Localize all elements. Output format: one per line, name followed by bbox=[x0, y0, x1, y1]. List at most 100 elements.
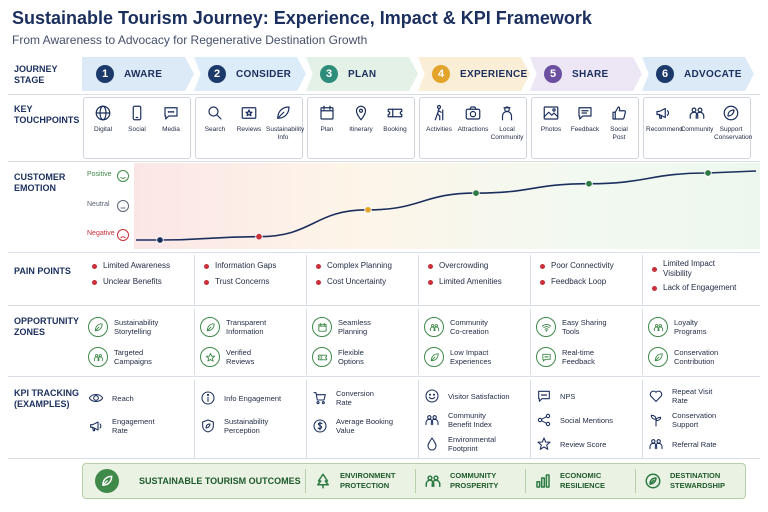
column-divider bbox=[642, 309, 643, 375]
pain-point-label: Information Gaps bbox=[215, 261, 277, 270]
leaf-icon bbox=[94, 322, 103, 331]
emotion-positive-label: Positive bbox=[87, 171, 112, 178]
kpi-item: Reach bbox=[86, 384, 198, 412]
stage-number: 1 bbox=[96, 65, 114, 83]
red-bullet-icon bbox=[540, 263, 545, 269]
kpi-label: NPS bbox=[560, 391, 576, 401]
touchpoint: Itinerary bbox=[344, 102, 378, 158]
stage-label: ADVOCATE bbox=[684, 68, 742, 80]
pain-point-label: Complex Planning bbox=[327, 261, 392, 270]
eye-icon bbox=[88, 393, 104, 403]
kpi-item: Sustainability Perception bbox=[198, 412, 310, 440]
kpi-item: Info Engagement bbox=[198, 384, 310, 412]
outcomes-title: SUSTAINABLE TOURISM OUTCOMES bbox=[139, 476, 301, 486]
pain-point-label: Lack of Engagement bbox=[663, 283, 737, 292]
outcome-item: COMMUNITY PROSPERITY bbox=[415, 469, 525, 493]
kpi-label: Sustainability Perception bbox=[224, 417, 269, 435]
opportunity-item: Community Co-creation bbox=[424, 312, 536, 342]
kpi-label: Visitor Satisfaction bbox=[448, 391, 510, 401]
stage-number: 3 bbox=[320, 65, 338, 83]
kpi-label: Review Score bbox=[560, 439, 607, 449]
positive-face-icon bbox=[117, 170, 129, 182]
opportunity-item: Loyalty Programs bbox=[648, 312, 760, 342]
outcome-label: DESTINATION STEWARDSHIP bbox=[670, 471, 726, 490]
touchpoint: Plan bbox=[310, 102, 344, 158]
pain-point-label: Trust Concerns bbox=[215, 277, 270, 286]
row-label-opportunity: OPPORTUNITY ZONES bbox=[14, 316, 80, 337]
pain-point-label: Feedback Loop bbox=[551, 277, 607, 286]
divider bbox=[8, 458, 760, 459]
touchpoint-label: Support Conservation bbox=[714, 126, 753, 141]
touchpoint-label: Photos bbox=[540, 126, 562, 133]
pain-point: Feedback Loop bbox=[540, 274, 652, 290]
opportunity-label: Transparent Information bbox=[226, 318, 267, 336]
touchpoint: Support Conservation bbox=[714, 102, 753, 158]
leaf-badge-icon bbox=[95, 469, 119, 493]
touchpoint: Recommend bbox=[646, 102, 683, 158]
red-bullet-icon bbox=[92, 263, 97, 269]
touchpoint-label: Local Community bbox=[490, 126, 524, 141]
opportunity-icon-badge bbox=[648, 347, 668, 367]
column-divider bbox=[306, 380, 307, 458]
bar-chart-icon bbox=[536, 474, 550, 488]
opportunity-item: Verified Reviews bbox=[200, 342, 312, 372]
star-review-icon bbox=[241, 107, 257, 119]
leaf-icon bbox=[654, 352, 663, 361]
pain-point: Cost Uncertainty bbox=[316, 274, 428, 290]
outcome-item: ENVIRONMENT PROTECTION bbox=[305, 469, 415, 493]
page-subtitle: From Awareness to Advocacy for Regenerat… bbox=[12, 33, 368, 47]
stage-label: CONSIDER bbox=[236, 68, 292, 80]
red-bullet-icon bbox=[652, 285, 657, 291]
camera-icon bbox=[465, 106, 481, 120]
pain-point: Limited Impact Visibility bbox=[652, 258, 764, 280]
outcome-label: ECONOMIC RESILIENCE bbox=[560, 471, 606, 490]
search-icon bbox=[208, 106, 222, 120]
divider bbox=[8, 161, 760, 162]
dollar-icon bbox=[313, 419, 327, 433]
column-divider bbox=[418, 380, 419, 458]
emotion-point-consider bbox=[255, 232, 263, 241]
calendar-icon bbox=[317, 322, 327, 332]
row-label-kpi: KPI TRACKING (EXAMPLES) bbox=[14, 388, 79, 409]
kpi-item: Average Booking Value bbox=[310, 412, 422, 440]
red-bullet-icon bbox=[92, 279, 97, 285]
divider bbox=[8, 305, 760, 306]
chat-bubble-icon bbox=[538, 390, 550, 402]
pain-point: Limited Amenities bbox=[428, 274, 540, 290]
opportunity-label: Sustainability Storytelling bbox=[114, 318, 159, 336]
negative-face-mouth bbox=[120, 236, 126, 239]
red-bullet-icon bbox=[204, 279, 209, 285]
pain-point: Limited Awareness bbox=[92, 258, 204, 274]
row-label-touchpoints: KEY TOUCHPOINTS bbox=[14, 104, 80, 125]
leaf-icon bbox=[430, 352, 439, 361]
opportunity-icon-badge bbox=[200, 317, 220, 337]
pain-point: Trust Concerns bbox=[204, 274, 316, 290]
kpi-item: Conservation Support bbox=[646, 408, 758, 432]
chat-bubble-icon bbox=[164, 107, 178, 120]
feedback-bubble-icon bbox=[578, 107, 592, 120]
stage-label: PLAN bbox=[348, 68, 377, 80]
touchpoint-label: Social Post bbox=[610, 126, 628, 141]
touchpoint: Digital bbox=[86, 102, 120, 158]
kpi-label: Conversion Rate bbox=[336, 389, 374, 407]
pain-point: Information Gaps bbox=[204, 258, 316, 274]
pain-point-label: Unclear Benefits bbox=[103, 277, 162, 286]
kpi-label: Social Mentions bbox=[560, 415, 613, 425]
touchpoint-label: Activities bbox=[426, 126, 452, 133]
megaphone-icon bbox=[90, 421, 102, 432]
touchpoint-label: Plan bbox=[320, 126, 334, 133]
kpi-label: Repeat Visit Rate bbox=[672, 387, 713, 405]
red-bullet-icon bbox=[540, 279, 545, 285]
